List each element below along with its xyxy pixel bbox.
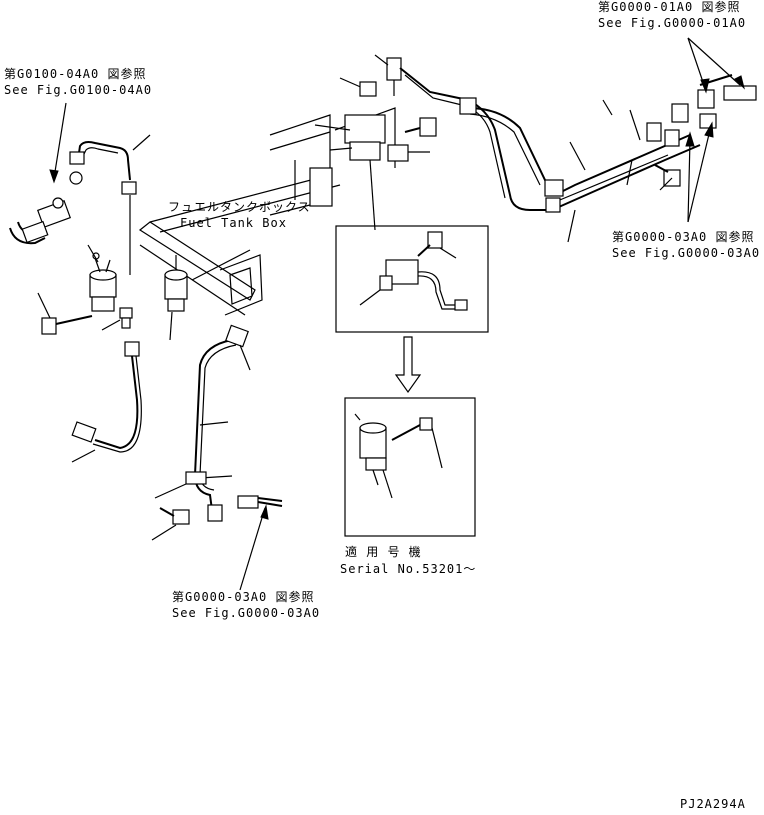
hose-connector (237, 495, 283, 591)
center-long-pipe (193, 324, 251, 522)
left-bolt (37, 292, 93, 335)
right-bolt (654, 164, 681, 191)
inset-box-upper (335, 225, 489, 333)
center-solenoid-valve (164, 255, 188, 341)
left-solenoid-valve (87, 244, 117, 312)
ref-top-left-jp: 第G0100-04A0 図参照 (4, 67, 147, 81)
ref-bottom-en: See Fig.G0000-03A0 (172, 606, 321, 620)
ref-right-jp: 第G0000-03A0 図参照 (612, 230, 755, 244)
serial-label-en: Serial No.53201〜 (340, 562, 477, 576)
inset-upper-solenoid (359, 231, 468, 311)
pipe-clamp (154, 471, 207, 499)
small-elbow-fitting (101, 307, 133, 331)
fuel-tank-label-en: Fuel Tank Box (180, 216, 287, 230)
ref-top-right-jp: 第G0000-01A0 図参照 (598, 0, 741, 14)
upper-solenoid-bracket (314, 77, 430, 231)
right-pipe-run (399, 67, 717, 243)
left-upper-nut (69, 151, 85, 165)
ref-arrow-left (53, 102, 67, 179)
ref-bottom-jp: 第G0000-03A0 図参照 (172, 590, 315, 604)
leader-1 (132, 134, 151, 151)
down-arrow (394, 336, 422, 394)
left-upper-pipe-inner (82, 147, 119, 157)
left-long-pipe (71, 341, 142, 463)
bottom-bolt (151, 507, 190, 541)
ref-arrowhead-left (49, 169, 59, 184)
left-hose-fitting (9, 171, 83, 245)
ref-top-right-en: See Fig.G0000-01A0 (598, 16, 747, 30)
left-upper-nut-2 (121, 181, 137, 195)
inset-lower-solenoid (354, 413, 443, 499)
ref-top-left-en: See Fig.G0100-04A0 (4, 83, 153, 97)
right-end-fittings (687, 37, 757, 109)
ref-right-en: See Fig.G0000-03A0 (612, 246, 761, 260)
right-ref-arrows (685, 121, 714, 223)
drawing-code: PJ2A294A (680, 797, 746, 811)
inset-box-lower (344, 397, 476, 537)
upper-fittings (359, 54, 437, 137)
fuel-tank-label-jp: フュエルタンクボックス (168, 200, 311, 214)
serial-label-jp: 適 用 号 機 (345, 545, 422, 559)
left-upper-pipe (77, 141, 131, 181)
